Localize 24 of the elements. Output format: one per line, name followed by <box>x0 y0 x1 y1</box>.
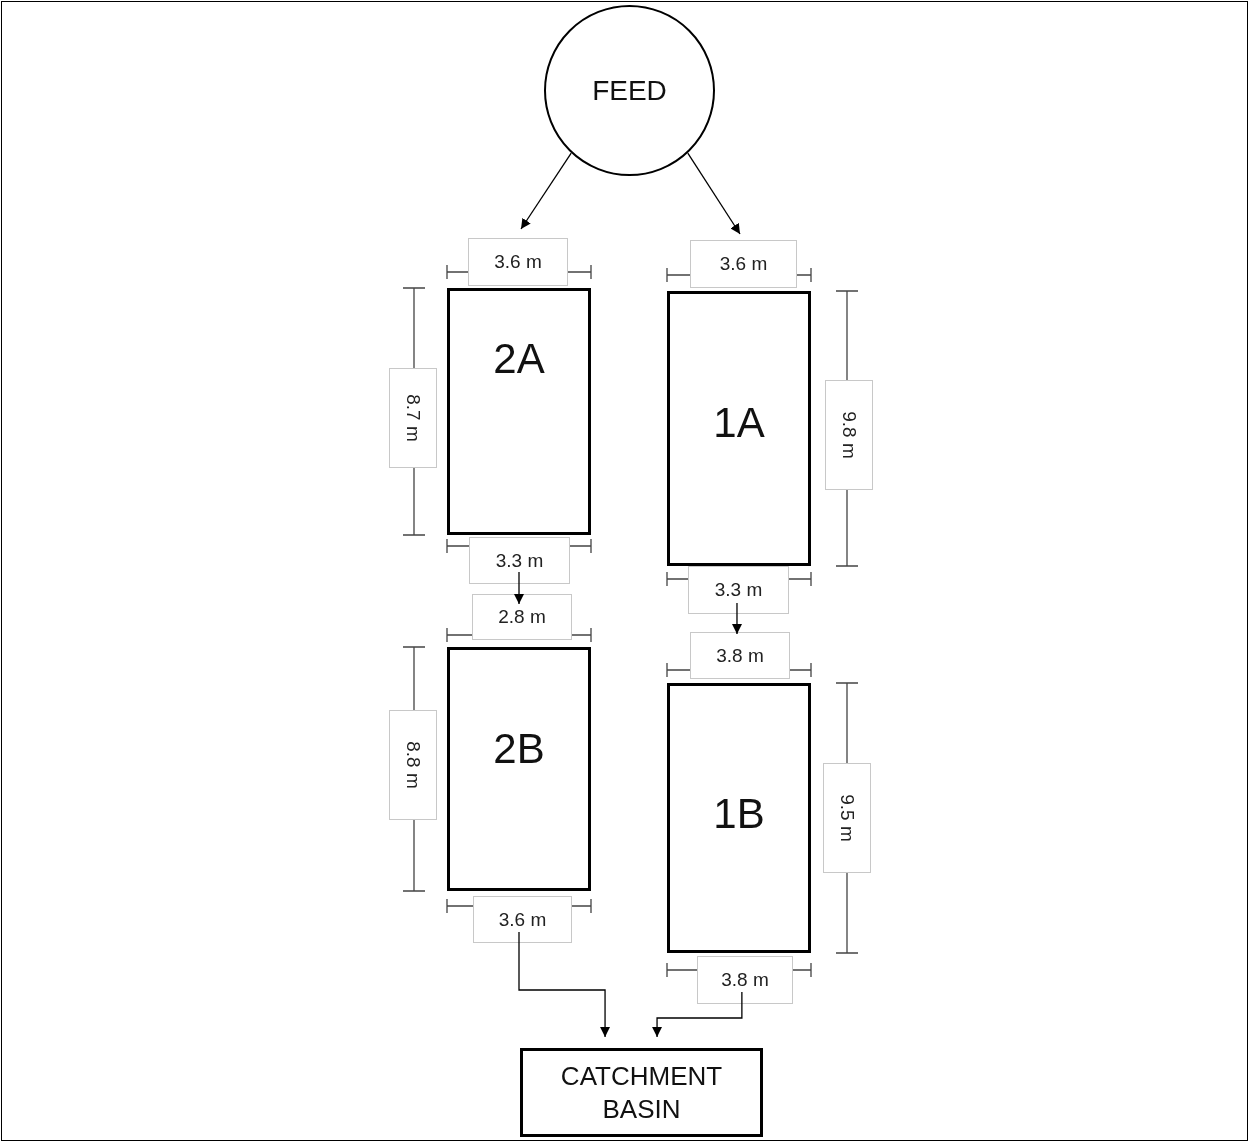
tank-box: 1A <box>667 291 811 566</box>
dimension-label: 8.7 m <box>389 368 437 468</box>
arrow <box>520 152 572 230</box>
dimension-label: 3.8 m <box>690 632 790 679</box>
arrow <box>514 571 524 605</box>
feed-circle: FEED <box>544 5 715 176</box>
dimension-label: 3.6 m <box>468 238 568 286</box>
dimension-label: 2.8 m <box>472 594 572 640</box>
dimension-label: 8.8 m <box>389 710 437 820</box>
dimension-label: 3.3 m <box>688 566 789 614</box>
tank-box: 2A <box>447 288 591 535</box>
dimension-label: 3.6 m <box>690 240 797 288</box>
basin-box: CATCHMENT BASIN <box>520 1048 763 1137</box>
dimension-label: 3.8 m <box>697 956 793 1004</box>
tank-box: 1B <box>667 683 811 953</box>
arrow <box>518 931 611 1038</box>
tank-box: 2B <box>447 647 591 891</box>
arrow <box>732 602 742 635</box>
dimension-label: 9.5 m <box>823 763 871 873</box>
dimension-label: 9.8 m <box>825 380 873 490</box>
dimension-label: 3.3 m <box>469 537 570 584</box>
arrow <box>652 991 743 1038</box>
dimension-label: 3.6 m <box>473 896 572 943</box>
arrow <box>687 152 741 235</box>
